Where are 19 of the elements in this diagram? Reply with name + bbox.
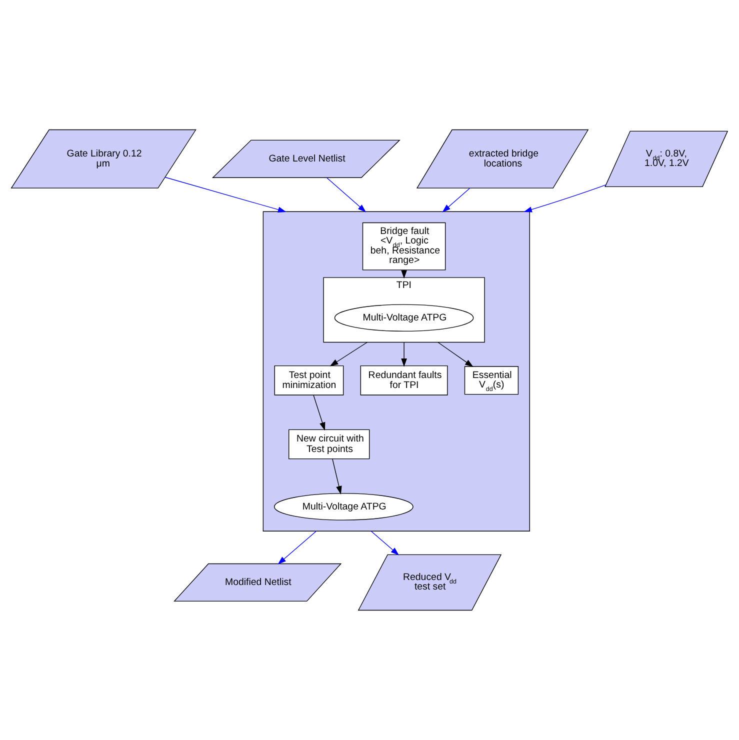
arrow <box>326 178 366 212</box>
cluster <box>262 211 530 532</box>
node-box: Test point minimization <box>274 366 344 396</box>
arrow <box>401 270 407 279</box>
arrow <box>524 184 606 212</box>
arrow <box>278 530 317 564</box>
arrow <box>438 342 474 368</box>
arrow <box>401 342 407 367</box>
node-box: Redundant faults for TPI <box>360 366 448 396</box>
node-ellipse: Multi-Voltage ATPG <box>274 493 414 520</box>
arrow <box>164 176 286 212</box>
node-ellipse: Multi-Voltage ATPG <box>334 304 474 332</box>
arrow <box>370 530 400 556</box>
arrow <box>442 188 470 212</box>
node-box: New circuit with Test points <box>288 429 370 460</box>
node-box: Essential V$_{dd}$(s) <box>464 366 519 395</box>
arrow <box>332 458 342 494</box>
arrow <box>313 394 326 431</box>
arrow <box>330 342 368 366</box>
